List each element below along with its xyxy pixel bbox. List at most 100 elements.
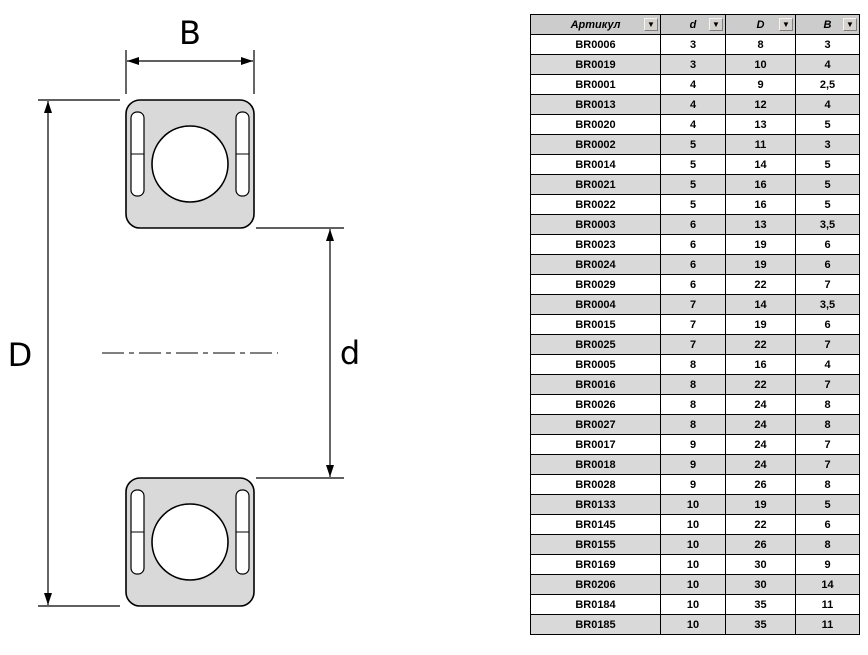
dimension-D: D bbox=[8, 99, 120, 607]
cell-d: 5 bbox=[660, 194, 726, 215]
cell-D: 35 bbox=[725, 614, 796, 635]
cell-D: 24 bbox=[725, 394, 796, 415]
cell-D: 9 bbox=[725, 74, 796, 95]
cell-D: 10 bbox=[725, 54, 796, 75]
cell-article: BR0028 bbox=[530, 474, 661, 495]
cell-B: 7 bbox=[795, 374, 860, 395]
cell-D: 14 bbox=[725, 294, 796, 315]
cell-article: BR0004 bbox=[530, 294, 661, 315]
cell-D: 19 bbox=[725, 234, 796, 255]
cell-B: 7 bbox=[795, 434, 860, 455]
cell-article: BR0002 bbox=[530, 134, 661, 155]
cell-article: BR0017 bbox=[530, 434, 661, 455]
cell-article: BR0016 bbox=[530, 374, 661, 395]
dim-label-d: d bbox=[340, 334, 360, 372]
cell-D: 12 bbox=[725, 94, 796, 115]
cell-d: 4 bbox=[660, 74, 726, 95]
cell-B: 5 bbox=[795, 154, 860, 175]
cell-B: 5 bbox=[795, 174, 860, 195]
filter-dropdown-icon[interactable]: ▼ bbox=[843, 18, 857, 31]
cell-article: BR0020 bbox=[530, 114, 661, 135]
filter-dropdown-icon[interactable]: ▼ bbox=[709, 18, 723, 31]
cell-B: 4 bbox=[795, 354, 860, 375]
cell-D: 22 bbox=[725, 514, 796, 535]
col-header-article: Артикул ▼ bbox=[530, 14, 661, 35]
cell-D: 13 bbox=[725, 114, 796, 135]
cell-article: BR0015 bbox=[530, 314, 661, 335]
cell-D: 14 bbox=[725, 154, 796, 175]
cell-B: 2,5 bbox=[795, 74, 860, 95]
ball-top bbox=[151, 125, 229, 203]
cell-D: 24 bbox=[725, 434, 796, 455]
cell-d: 9 bbox=[660, 434, 726, 455]
filter-dropdown-icon[interactable]: ▼ bbox=[644, 18, 658, 31]
cell-D: 16 bbox=[725, 354, 796, 375]
cell-D: 30 bbox=[725, 554, 796, 575]
cell-article: BR0185 bbox=[530, 614, 661, 635]
cell-d: 10 bbox=[660, 494, 726, 515]
cell-article: BR0029 bbox=[530, 274, 661, 295]
cell-B: 6 bbox=[795, 314, 860, 335]
cell-d: 8 bbox=[660, 354, 726, 375]
col-header-D-label: D bbox=[756, 18, 765, 31]
cell-B: 11 bbox=[795, 594, 860, 615]
cell-d: 3 bbox=[660, 34, 726, 55]
cell-D: 22 bbox=[725, 374, 796, 395]
cell-article: BR0013 bbox=[530, 94, 661, 115]
dimension-B: B bbox=[125, 14, 255, 94]
cell-B: 14 bbox=[795, 574, 860, 595]
cell-d: 9 bbox=[660, 474, 726, 495]
cell-B: 9 bbox=[795, 554, 860, 575]
cell-B: 3 bbox=[795, 134, 860, 155]
cell-article: BR0026 bbox=[530, 394, 661, 415]
cell-article: BR0027 bbox=[530, 414, 661, 435]
cell-article: BR0021 bbox=[530, 174, 661, 195]
cell-d: 7 bbox=[660, 334, 726, 355]
cell-d: 10 bbox=[660, 574, 726, 595]
cell-D: 30 bbox=[725, 574, 796, 595]
bearing-drawing-svg: B D d bbox=[8, 14, 360, 607]
dim-label-D: D bbox=[8, 336, 33, 374]
cell-B: 3,5 bbox=[795, 294, 860, 315]
filter-dropdown-icon[interactable]: ▼ bbox=[779, 18, 793, 31]
cell-B: 6 bbox=[795, 254, 860, 275]
cell-B: 5 bbox=[795, 194, 860, 215]
cell-B: 5 bbox=[795, 494, 860, 515]
cell-D: 35 bbox=[725, 594, 796, 615]
cell-article: BR0003 bbox=[530, 214, 661, 235]
cell-B: 7 bbox=[795, 274, 860, 295]
cell-B: 8 bbox=[795, 394, 860, 415]
col-header-d-label: d bbox=[689, 18, 697, 31]
dim-label-B: B bbox=[179, 14, 201, 52]
cell-d: 8 bbox=[660, 414, 726, 435]
cell-D: 22 bbox=[725, 274, 796, 295]
cell-d: 4 bbox=[660, 114, 726, 135]
cell-B: 8 bbox=[795, 534, 860, 555]
cell-d: 3 bbox=[660, 54, 726, 75]
cell-d: 6 bbox=[660, 254, 726, 275]
cell-B: 11 bbox=[795, 614, 860, 635]
col-header-article-label: Артикул bbox=[570, 18, 621, 31]
cell-article: BR0005 bbox=[530, 354, 661, 375]
cell-article: BR0001 bbox=[530, 74, 661, 95]
cell-article: BR0024 bbox=[530, 254, 661, 275]
cell-article: BR0018 bbox=[530, 454, 661, 475]
cell-article: BR0184 bbox=[530, 594, 661, 615]
cell-d: 10 bbox=[660, 614, 726, 635]
cell-article: BR0006 bbox=[530, 34, 661, 55]
dimension-d: d bbox=[256, 227, 360, 479]
